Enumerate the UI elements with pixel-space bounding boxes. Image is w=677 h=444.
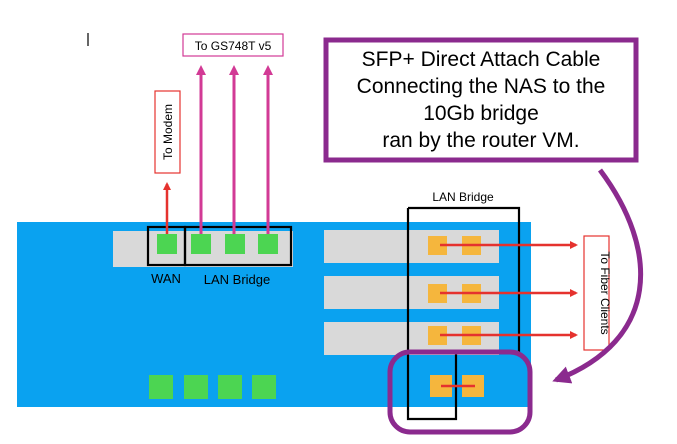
switch-label-box [182,33,284,57]
callout-line-4: ran by the router VM. [382,129,579,152]
spare-port-2 [184,375,208,399]
modem-label-box [154,90,181,174]
sfp-port-2a [428,284,447,303]
callout-line-1: SFP+ Direct Attach Cable [362,48,601,71]
callout-line-2: Connecting the NAS to the [357,75,606,98]
lan-bridge-box-left [183,225,293,267]
callout-pointer-arrow [552,168,644,384]
modem-label: To Modem [161,104,175,160]
lan-port-3 [258,234,278,254]
wan-port [157,234,177,254]
lan-bridge-label-left: LAN Bridge [204,272,270,287]
spare-port-3 [218,375,242,399]
lan-port-2 [225,234,245,254]
callout-line-3: 10Gb bridge [423,102,539,125]
lan-port-1 [191,234,211,254]
spare-port-4 [252,375,276,399]
switch-label: To GS748T v5 [195,39,272,53]
wan-label: WAN [151,271,181,286]
lan-bridge-label-right: LAN Bridge [432,190,494,204]
fiber-label-box [583,235,610,351]
dac-highlight-ring [387,349,533,435]
spare-port-1 [149,375,173,399]
sfp-port-3a [428,326,447,345]
callout-box [323,37,639,163]
sfp-port-1a [428,236,447,255]
fiber-label: To Fiber Clients [598,251,612,334]
